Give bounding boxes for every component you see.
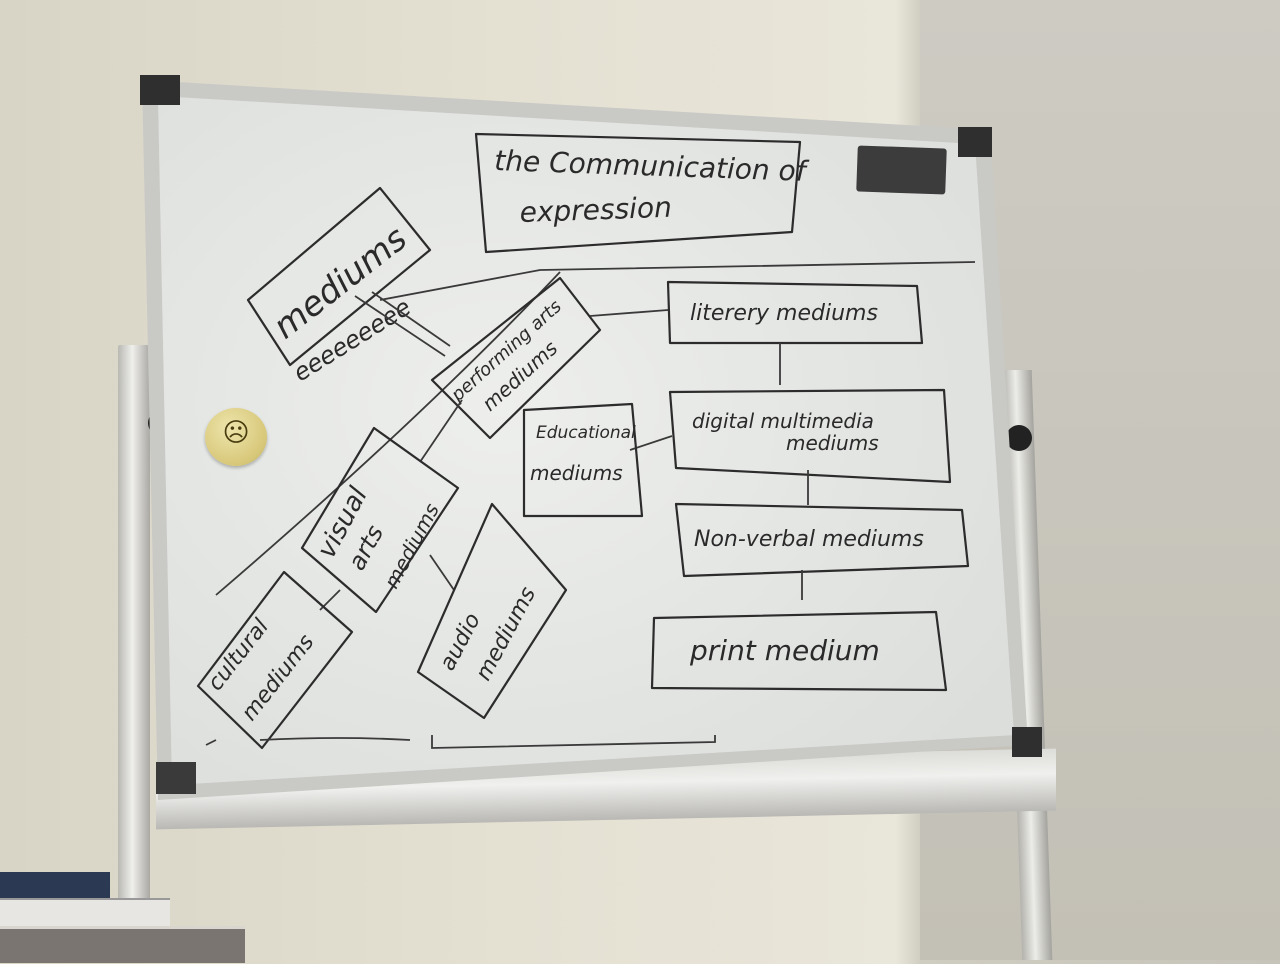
digital-line1: digital multimedia	[692, 409, 874, 433]
title-line2: expression	[519, 191, 672, 229]
performing-arts-box	[430, 276, 602, 440]
visual-arts-box	[300, 426, 460, 614]
print-label: print medium	[689, 634, 880, 667]
link-mediums-performing	[354, 295, 446, 357]
link-diagonal	[215, 271, 561, 596]
link-top-divider	[379, 261, 976, 301]
literary-label: literery mediums	[690, 301, 878, 326]
literary-box	[666, 280, 924, 345]
mediums-box	[246, 186, 432, 367]
stand-knob-right	[1006, 425, 1032, 451]
audio-box	[416, 502, 568, 720]
frame-corner-tr	[958, 127, 992, 157]
nonverbal-label: Non-verbal mediums	[694, 527, 924, 552]
whiteboard-eraser[interactable]	[856, 145, 947, 195]
nonverbal-box	[674, 502, 970, 578]
frame-corner-tl	[140, 75, 180, 105]
educational-box	[522, 402, 644, 518]
educational-line2: mediums	[530, 461, 623, 485]
educational-line1: Educational	[536, 423, 636, 443]
book-top	[0, 872, 110, 900]
magnet-face-icon: ☹	[222, 418, 250, 448]
frame-corner-br	[1012, 727, 1042, 757]
stand-leg-left	[118, 345, 150, 905]
digital-box	[668, 388, 952, 484]
print-box	[650, 610, 948, 692]
book-middle	[0, 898, 170, 930]
frame-corner-bl	[156, 762, 196, 794]
book-stack	[0, 868, 250, 963]
book-bottom	[0, 926, 245, 963]
smiley-magnet[interactable]: ☹	[205, 408, 267, 466]
title-box	[474, 132, 802, 254]
cultural-box	[196, 570, 354, 750]
digital-line2: mediums	[786, 431, 879, 455]
